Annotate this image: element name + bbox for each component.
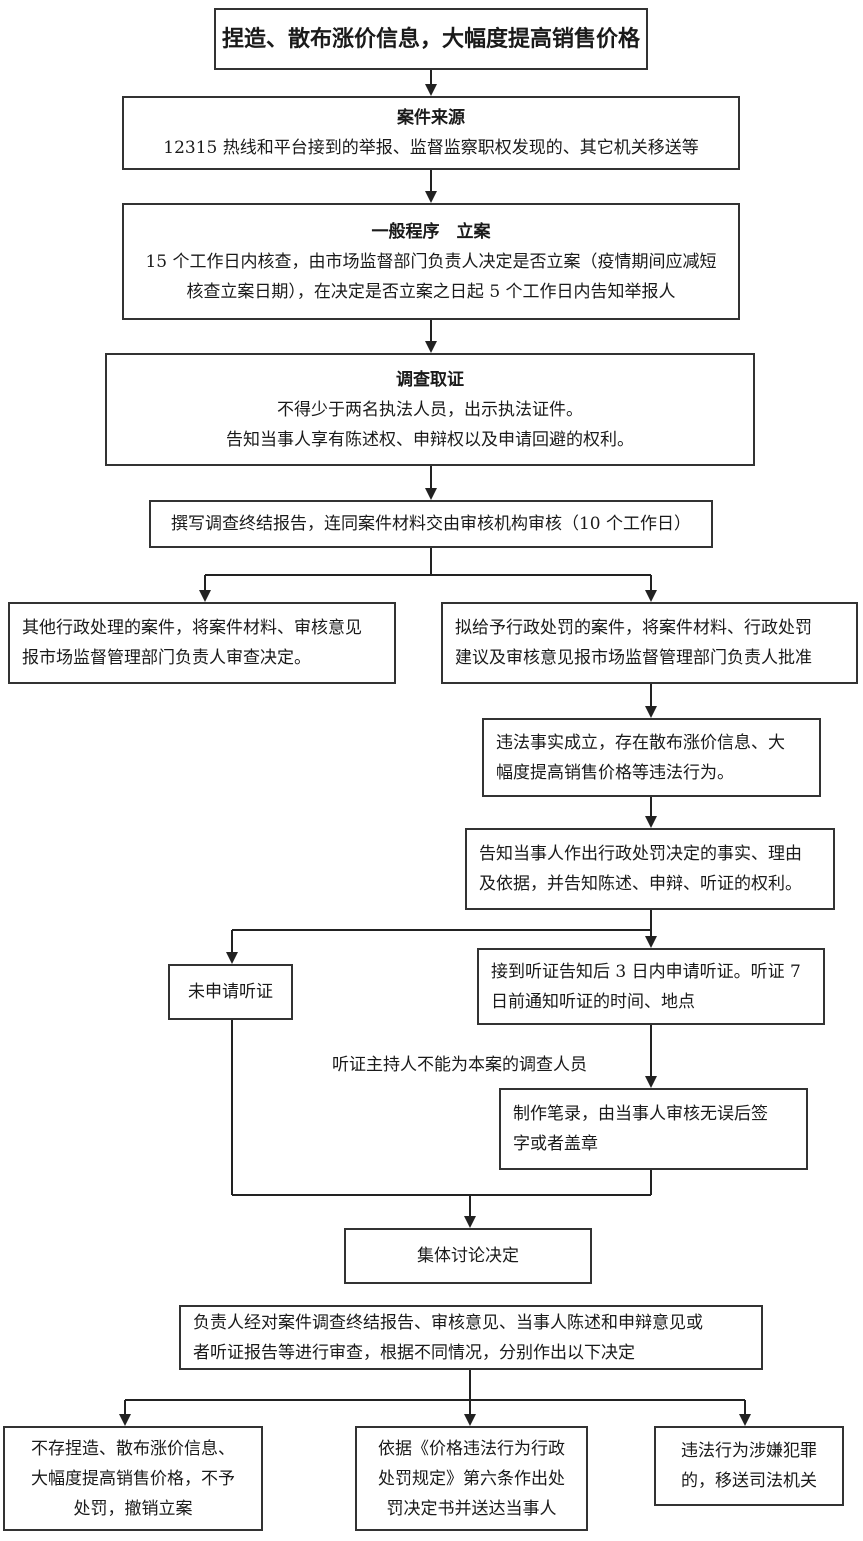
review-line-1: 负责人经对案件调查终结报告、审核意见、当事人陈述和申辩意见或 [193,1312,703,1333]
record-box: 制作笔录，由当事人审核无误后签 字或者盖章 [499,1088,808,1170]
investigation-heading: 调查取证 [396,369,464,390]
violation-line-1: 违法事实成立，存在散布涨价信息、大 [496,732,785,753]
collective-box: 集体讨论决定 [344,1228,592,1284]
outcome-no-penalty-line-2: 大幅度提高销售价格，不予 [31,1468,235,1489]
violation-box: 违法事实成立，存在散布涨价信息、大 幅度提高销售价格等违法行为。 [482,718,821,797]
collective-text: 集体讨论决定 [417,1246,519,1266]
notify-line-1: 告知当事人作出行政处罚决定的事实、理由 [479,844,802,864]
other-handling-line-1: 其他行政处理的案件，将案件材料、审核意见 [22,618,362,638]
other-handling-box: 其他行政处理的案件，将案件材料、审核意见 报市场监督管理部门负责人审查决定。 [8,602,396,684]
filing-line-1: 15 个工作日内核查，由市场监督部门负责人决定是否立案（疫情期间应减短 [145,251,717,272]
review-box: 负责人经对案件调查终结报告、审核意见、当事人陈述和申辩意见或 者听证报告等进行审… [179,1305,763,1370]
outcome-no-penalty-line-1: 不存捏造、散布涨价信息、 [31,1438,235,1459]
report-text: 撰写调查终结报告，连同案件材料交由审核机构审核（10 个工作日） [170,514,692,534]
penalty-proposal-line-2: 建议及审核意见报市场监督管理部门负责人批准 [455,648,812,668]
report-box: 撰写调查终结报告，连同案件材料交由审核机构审核（10 个工作日） [149,500,713,548]
outcome-judicial-box: 违法行为涉嫌犯罪 的，移送司法机关 [654,1426,844,1506]
outcome-penalty-box: 依据《价格违法行为行政 处罚规定》第六条作出处 罚决定书并送达当事人 [355,1426,588,1531]
hearing-request-line-2: 日前通知听证的时间、地点 [491,991,695,1012]
outcome-penalty-line-2: 处罚规定》第六条作出处 [378,1468,565,1489]
case-source-box: 案件来源 12315 热线和平台接到的举报、监督监察职权发现的、其它机关移送等 [122,96,740,170]
title-box: 捏造、散布涨价信息，大幅度提高销售价格 [214,8,648,70]
outcome-judicial-line-2: 的，移送司法机关 [681,1471,817,1491]
outcome-no-penalty-line-3: 处罚，撤销立案 [73,1498,193,1519]
filing-heading: 一般程序 立案 [371,221,491,242]
hearing-request-box: 接到听证告知后 3 日内申请听证。听证 7 日前通知听证的时间、地点 [477,948,825,1025]
outcome-no-penalty-box: 不存捏造、散布涨价信息、 大幅度提高销售价格，不予 处罚，撤销立案 [3,1426,263,1531]
filing-box: 一般程序 立案 15 个工作日内核查，由市场监督部门负责人决定是否立案（疫情期间… [122,203,740,320]
record-line-1: 制作笔录，由当事人审核无误后签 [513,1104,768,1124]
hearing-request-line-1: 接到听证告知后 3 日内申请听证。听证 7 [491,961,801,982]
arrow-heads [119,84,751,1426]
no-hearing-text: 未申请听证 [188,982,273,1002]
notify-box: 告知当事人作出行政处罚决定的事实、理由 及依据，并告知陈述、申辩、听证的权利。 [465,828,835,910]
case-source-heading: 案件来源 [397,108,465,128]
investigation-line-1: 不得少于两名执法人员，出示执法证件。 [277,399,583,420]
outcome-judicial-line-1: 违法行为涉嫌犯罪 [681,1441,817,1461]
notify-line-2: 及依据，并告知陈述、申辩、听证的权利。 [479,874,802,894]
outcome-penalty-line-1: 依据《价格违法行为行政 [378,1438,565,1459]
outcome-penalty-line-3: 罚决定书并送达当事人 [386,1498,557,1519]
other-handling-line-2: 报市场监督管理部门负责人审查决定。 [22,648,311,668]
investigation-box: 调查取证 不得少于两名执法人员，出示执法证件。 告知当事人享有陈述权、申辩权以及… [105,353,755,466]
record-line-2: 字或者盖章 [513,1134,598,1154]
hearing-note: 听证主持人不能为本案的调查人员 [332,1055,587,1075]
case-source-text: 12315 热线和平台接到的举报、监督监察职权发现的、其它机关移送等 [163,138,699,158]
investigation-line-2: 告知当事人享有陈述权、申辩权以及申请回避的权利。 [226,429,634,450]
penalty-proposal-box: 拟给予行政处罚的案件，将案件材料、行政处罚 建议及审核意见报市场监督管理部门负责… [441,602,858,684]
penalty-proposal-line-1: 拟给予行政处罚的案件，将案件材料、行政处罚 [455,618,812,638]
no-hearing-box: 未申请听证 [168,964,293,1020]
flow-title: 捏造、散布涨价信息，大幅度提高销售价格 [221,26,640,52]
violation-line-2: 幅度提高销售价格等违法行为。 [496,762,734,783]
filing-line-2: 核查立案日期），在决定是否立案之日起 5 个工作日内告知举报人 [186,281,676,302]
review-line-2: 者听证报告等进行审查，根据不同情况，分别作出以下决定 [193,1342,635,1363]
